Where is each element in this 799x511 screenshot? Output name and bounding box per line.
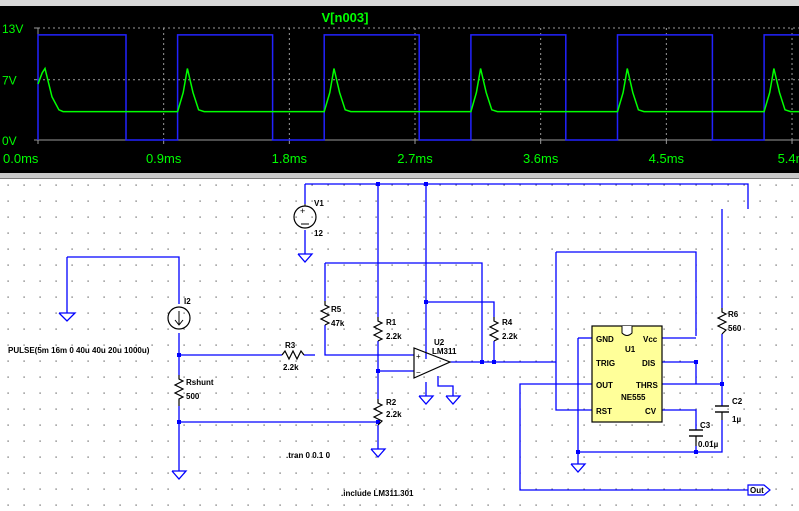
- comparator-u2[interactable]: + − U2 LM311: [413, 338, 457, 379]
- trace-name-label[interactable]: V[n003]: [322, 10, 369, 25]
- u1-name: U1: [625, 345, 636, 354]
- y-tick-label: 7V: [2, 74, 17, 88]
- waveform-plot[interactable]: V[n003] 13V 7V 0V 0.0ms 0.9ms 1.8ms 2.7ms 3.6m…: [0, 6, 799, 173]
- x-tick-label: 2.7ms: [397, 151, 433, 166]
- r3-value: 2.2k: [283, 363, 299, 372]
- schematic-canvas[interactable]: + V1 12 I2 PULSE(5m 16m 0 40u 40u 20u 10…: [0, 179, 799, 511]
- u2-name: U2: [434, 338, 445, 347]
- r6-value: 560: [728, 324, 742, 333]
- v1-name: V1: [314, 199, 324, 208]
- resistor-r4[interactable]: [488, 317, 500, 342]
- r3-name: R3: [285, 341, 296, 350]
- i2-value: PULSE(5m 16m 0 40u 40u 20u 1000u): [8, 346, 150, 355]
- resistor-r3[interactable]: [281, 349, 305, 361]
- pane-splitter[interactable]: [0, 173, 799, 179]
- u1-pin-rst: RST: [596, 407, 612, 416]
- rshunt-name: Rshunt: [186, 378, 214, 387]
- y-tick-labels: 13V 7V 0V: [2, 22, 23, 148]
- capacitor-c3[interactable]: C3 0.01µ: [689, 421, 719, 449]
- plot-axes: [34, 27, 799, 144]
- schematic-editor-pane[interactable]: + V1 12 I2 PULSE(5m 16m 0 40u 40u 20u 10…: [0, 179, 799, 511]
- capacitor-c2[interactable]: C2 1µ: [715, 397, 743, 424]
- svg-text:+: +: [416, 352, 421, 361]
- schematic-grid: [0, 179, 799, 511]
- i2-name: I2: [184, 297, 191, 306]
- x-tick-label: 5.4m: [778, 151, 799, 166]
- u1-value: NE555: [621, 393, 646, 402]
- svg-text:+: +: [300, 206, 305, 216]
- ground-symbols: [58, 253, 587, 480]
- resistor-r2[interactable]: [372, 399, 384, 426]
- u1-pin-trig: TRIG: [596, 359, 615, 368]
- x-tick-label: 0.0ms: [3, 151, 39, 166]
- out-port-label: Out: [750, 486, 764, 495]
- ground-v1: [297, 253, 314, 263]
- x-tick-label: 1.8ms: [272, 151, 308, 166]
- r6-name: R6: [728, 310, 739, 319]
- u1-pin-gnd: GND: [596, 335, 614, 344]
- rshunt-value: 500: [186, 392, 200, 401]
- x-tick-label: 0.9ms: [146, 151, 182, 166]
- x-tick-labels: 0.0ms 0.9ms 1.8ms 2.7ms 3.6ms 4.5ms 5.4m: [3, 151, 799, 166]
- c3-value: 0.01µ: [698, 440, 719, 449]
- c2-value: 1µ: [732, 415, 741, 424]
- x-tick-label: 3.6ms: [523, 151, 559, 166]
- output-port-out[interactable]: Out: [747, 484, 771, 496]
- v1-value: 12: [314, 229, 323, 238]
- x-tick-label: 4.5ms: [649, 151, 685, 166]
- y-tick-label: 13V: [2, 22, 23, 36]
- r2-name: R2: [386, 398, 397, 407]
- svg-text:−: −: [416, 368, 421, 377]
- r4-name: R4: [502, 318, 513, 327]
- resistor-r6[interactable]: [716, 308, 728, 335]
- waveform-plot-pane[interactable]: V[n003] 13V 7V 0V 0.0ms 0.9ms 1.8ms 2.7ms 3.6m…: [0, 6, 799, 173]
- ground-i2: [58, 312, 77, 322]
- ground-rshunt: [171, 470, 188, 480]
- y-tick-label: 0V: [2, 134, 17, 148]
- u1-pin-out: OUT: [596, 381, 613, 390]
- resistor-r1[interactable]: [372, 317, 384, 342]
- u1-pin-thrs: THRS: [636, 381, 658, 390]
- window-title-bar: [0, 0, 799, 6]
- spice-directive-tran[interactable]: .tran 0 0.1 0: [286, 451, 331, 460]
- c2-name: C2: [732, 397, 743, 406]
- spice-directive-include[interactable]: .include LM311.301: [341, 489, 414, 498]
- r5-name: R5: [331, 305, 342, 314]
- c3-name: C3: [700, 421, 711, 430]
- r4-value: 2.2k: [502, 332, 518, 341]
- wire-junctions: [177, 182, 724, 454]
- timer-ic-u1[interactable]: GND TRIG OUT RST Vcc DIS THRS CV U1 NE55…: [591, 325, 663, 423]
- r1-value: 2.2k: [386, 332, 402, 341]
- u1-pin-vcc: Vcc: [643, 335, 658, 344]
- ground-u1: [570, 463, 587, 473]
- series-line-v-n003: [37, 66, 799, 113]
- current-source-i2[interactable]: I2 PULSE(5m 16m 0 40u 40u 20u 1000u): [8, 297, 191, 355]
- r5-value: 47k: [331, 319, 345, 328]
- u1-pin-dis: DIS: [642, 359, 656, 368]
- ground-u2-b: [445, 395, 462, 405]
- u2-value: LM311: [432, 347, 457, 356]
- voltage-source-v1[interactable]: + V1 12: [293, 199, 324, 238]
- resistor-r5[interactable]: [319, 301, 331, 326]
- u1-pin-cv: CV: [645, 407, 657, 416]
- ground-u2-a: [418, 395, 435, 405]
- r2-value: 2.2k: [386, 410, 402, 419]
- series-line-blue: [37, 34, 799, 141]
- plot-series: [37, 34, 799, 141]
- ground-r2: [370, 448, 387, 458]
- r1-name: R1: [386, 318, 397, 327]
- resistor-rshunt[interactable]: [173, 375, 185, 406]
